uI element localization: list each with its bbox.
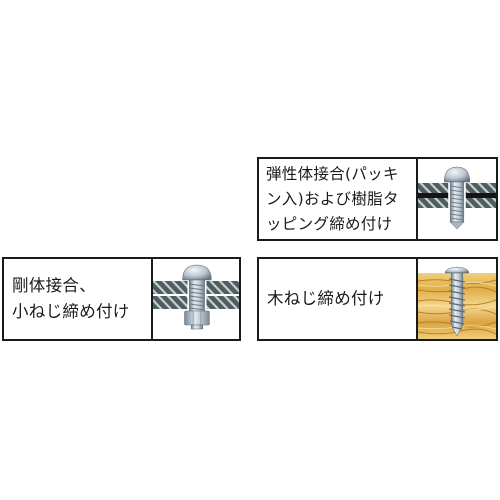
card-rigid-divider	[151, 259, 153, 339]
card-wood-divider	[416, 259, 418, 339]
card-rigid-line-2: 小ねじ締め付け	[12, 302, 130, 321]
card-elastic-line-2: ン入)および樹脂タ	[266, 189, 399, 208]
card-elastic-divider	[416, 159, 418, 239]
card-wood-line-1: 木ねじ締め付け	[267, 289, 385, 308]
card-rigid-joint: 剛体接合、 小ねじ締め付け	[2, 257, 241, 341]
card-elastic-joint: 弾性体接合(パッキ ン入)および樹脂タ ッピング締め付け	[257, 157, 498, 241]
pan-head-screw-gasket-icon	[418, 159, 496, 239]
wood-screw-icon	[418, 259, 496, 339]
card-rigid-label: 剛体接合、 小ねじ締め付け	[4, 259, 151, 339]
card-elastic-label: 弾性体接合(パッキ ン入)および樹脂タ ッピング締め付け	[259, 159, 416, 239]
card-elastic-line-1: 弾性体接合(パッキ	[266, 164, 399, 183]
card-rigid-line-1: 剛体接合、	[12, 276, 96, 295]
card-wood-screw: 木ねじ締め付け	[257, 257, 498, 341]
pan-head-screw-nut-icon	[153, 259, 239, 339]
card-wood-label: 木ねじ締め付け	[259, 259, 416, 339]
card-elastic-line-3: ッピング締め付け	[266, 214, 393, 233]
